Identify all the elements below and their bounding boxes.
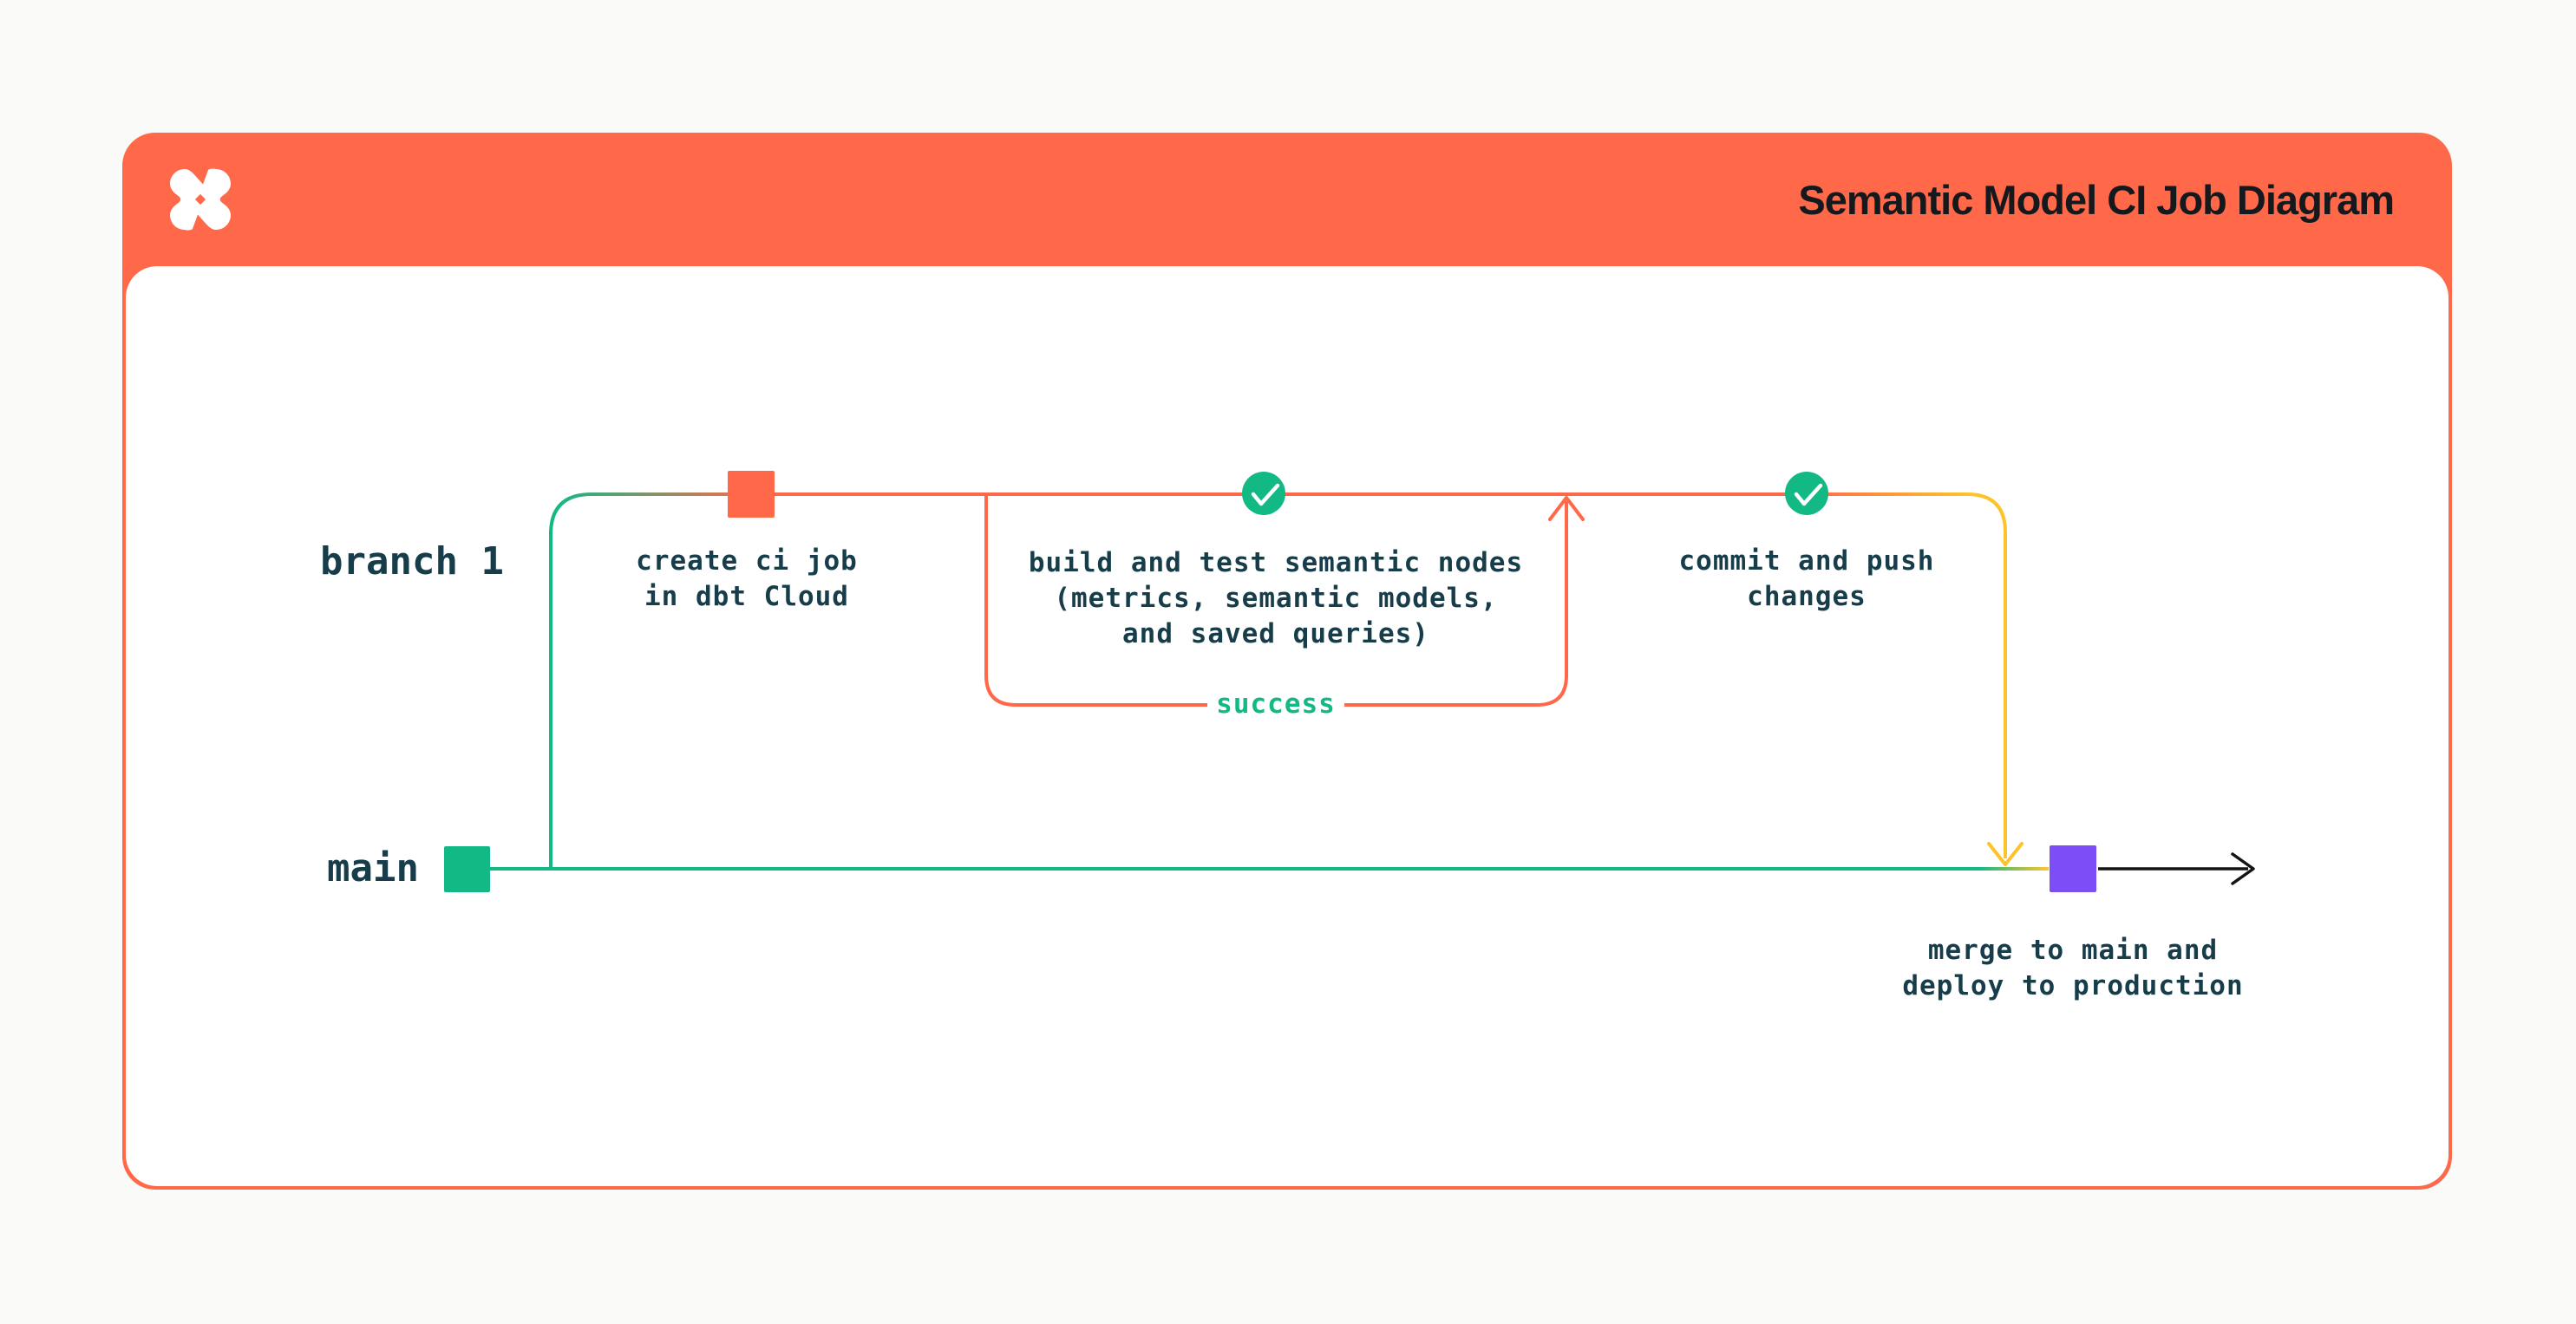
branch1-label: branch 1 [320,539,504,584]
card-body [126,266,2449,1186]
node-label-build-test: build and test semantic nodes (metrics, … [1028,547,1524,649]
card-header: Semantic Model CI Job Diagram [122,133,2452,266]
node-label-merge-deploy: merge to main and deploy to production [1902,935,2244,1001]
node-label-commit-push: commit and push changes [1678,545,1935,612]
page-title: Semantic Model CI Job Diagram [1798,176,2395,223]
success-label: success [1216,688,1336,720]
node-label-create-ci: create ci job in dbt Cloud [636,545,858,612]
diagram-card: Semantic Model CI Job Diagram [122,133,2452,1190]
dbt-logo-icon [170,168,231,231]
main-label: main [327,846,419,890]
